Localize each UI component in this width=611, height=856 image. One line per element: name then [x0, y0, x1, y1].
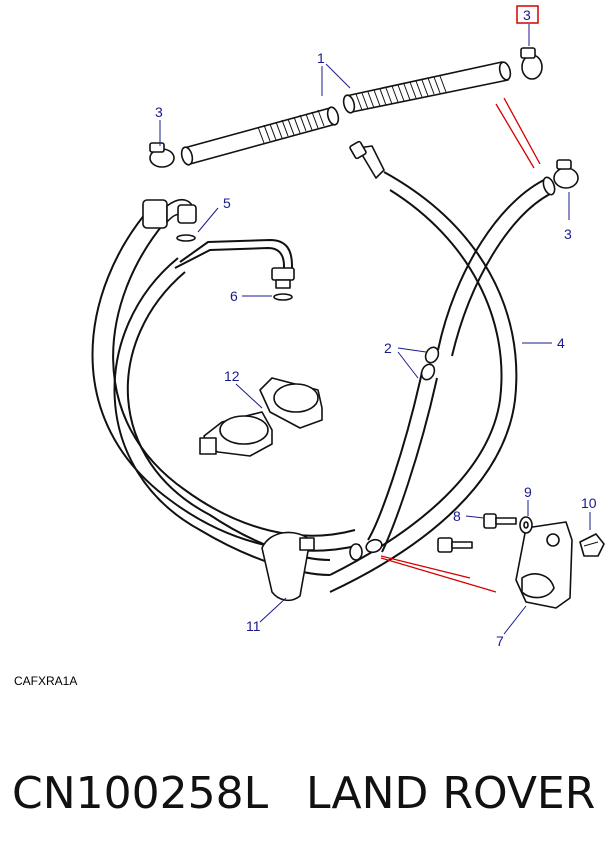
- hose-clip-part-3-right: [553, 159, 579, 189]
- corrugated-hose-part-1: [180, 61, 512, 166]
- callout-8: 8: [453, 508, 461, 524]
- callout-10: 10: [581, 495, 597, 511]
- bolt-part-8: [483, 513, 517, 529]
- bracket-part-7: [515, 521, 573, 609]
- hose-clip-part-3-top: [520, 47, 543, 80]
- diagram-reference-code: CAFXRA1A: [14, 674, 77, 688]
- part-number: CN100258L: [12, 768, 269, 819]
- long-hose-assembly: [91, 171, 556, 593]
- clip-part-10: [579, 533, 605, 557]
- callout-3-highlight-box: [516, 5, 539, 24]
- metal-pipe: [174, 238, 295, 289]
- callout-11: 11: [246, 618, 261, 634]
- washer-part-9: [519, 516, 533, 534]
- strap-part-11: [261, 531, 315, 602]
- callout-labels: 1 2 3 3 3 4 5 6 7 8 9 10 11 12: [155, 5, 597, 649]
- o-ring-part-5: [176, 234, 196, 242]
- callout-9: 9: [524, 484, 532, 500]
- callout-2: 2: [384, 340, 392, 356]
- callout-6: 6: [230, 288, 238, 304]
- highlight-lines: [380, 97, 541, 593]
- o-ring-part-6: [273, 293, 293, 301]
- callout-5: 5: [223, 195, 231, 211]
- callout-3-right: 3: [564, 226, 572, 242]
- bolt-lower: [437, 537, 473, 553]
- hose-end-fitting-top: [349, 140, 385, 179]
- callout-12: 12: [224, 368, 240, 384]
- callout-3-top: 3: [523, 7, 531, 23]
- callout-4: 4: [557, 335, 565, 351]
- hose-clip-part-3-left: [149, 142, 175, 168]
- leader-lines: [159, 24, 591, 635]
- callout-3-left: 3: [155, 104, 163, 120]
- brand-name: LAND ROVER: [306, 768, 595, 819]
- hose-fitting-left: [142, 199, 197, 229]
- callout-1: 1: [317, 50, 325, 66]
- double-clamp-part-12: [199, 377, 323, 457]
- callout-7: 7: [496, 633, 504, 649]
